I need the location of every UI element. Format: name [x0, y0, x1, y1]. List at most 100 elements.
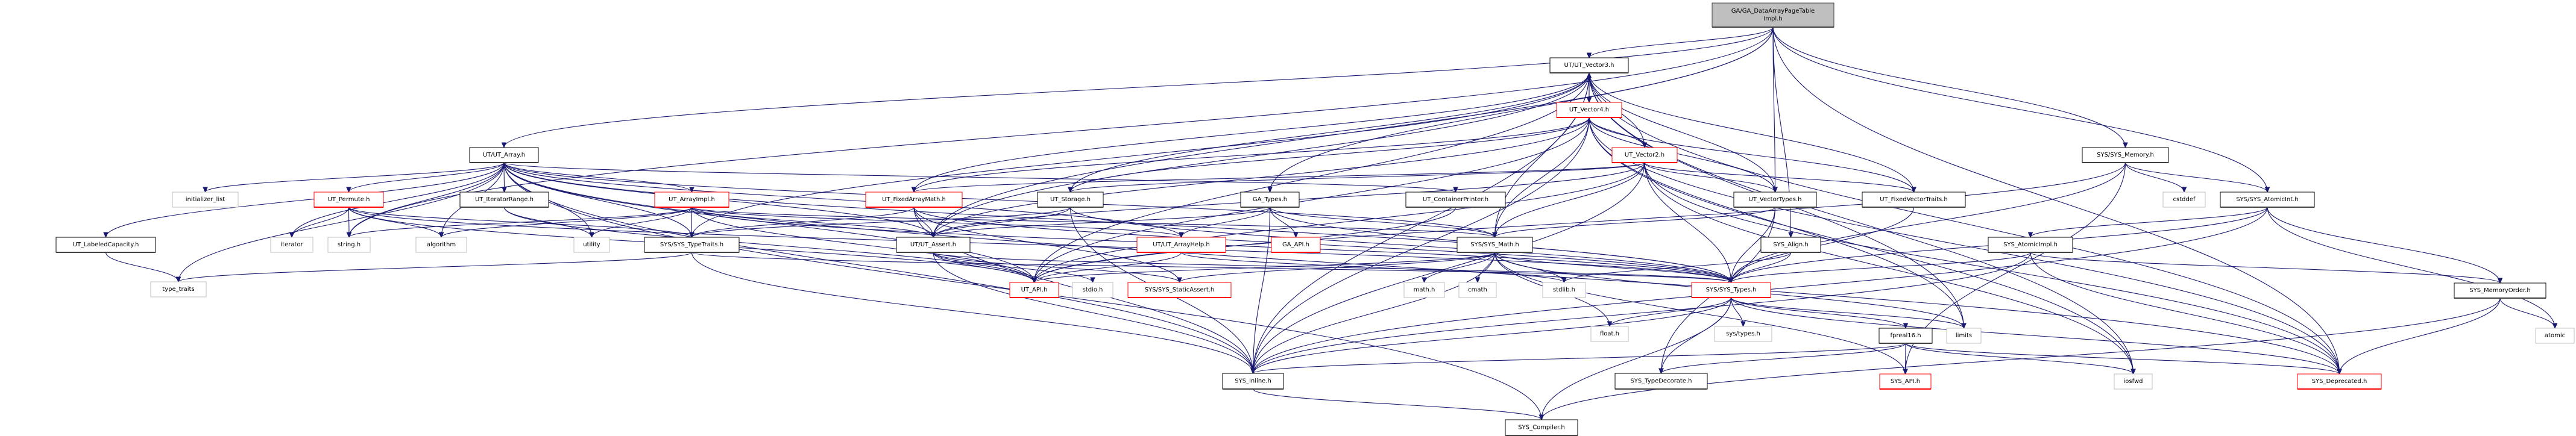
node-ut-vectortypes[interactable]: UT_VectorTypes.h — [1733, 192, 1817, 208]
node-utility: utility — [573, 237, 610, 253]
arrowhead-icon — [1267, 187, 1273, 193]
edge-ut_arrayhelp-to-ut_api — [1033, 252, 1182, 283]
edge-ut_arrayimpl-to-algorithm — [441, 207, 693, 238]
edge-ut_vector2-to-ut_storage — [1069, 162, 1645, 193]
edge-ut_array-to-initializer_list — [204, 162, 505, 193]
node-sys-align[interactable]: SYS_Align.h — [1760, 237, 1821, 253]
node-ga-api[interactable]: GA_API.h — [1271, 237, 1321, 253]
node-ut-labeledcapacity[interactable]: UT_LabeledCapacity.h — [55, 237, 156, 253]
node-fpreal16[interactable]: fpreal16.h — [1878, 328, 1933, 344]
node-box — [1862, 192, 1966, 208]
node-string-h: string.h — [327, 237, 371, 253]
arrowhead-icon — [1031, 277, 1037, 284]
node-label: float.h — [1600, 331, 1619, 337]
node-box — [896, 237, 971, 253]
node-ut-iteratorrange[interactable]: UT_IteratorRange.h — [459, 192, 549, 208]
node-ut-permute[interactable]: UT_Permute.h — [313, 192, 384, 208]
edge-ga_types-to-ut_arrayhelp — [1180, 207, 1271, 238]
edge-fpreal16-to-sys_inline — [1252, 343, 1906, 374]
node-ut-vector2[interactable]: UT_Vector2.h — [1611, 147, 1678, 163]
edge-ut_array-to-iterator — [291, 162, 505, 238]
node-sys-staticassert[interactable]: SYS/SYS_StaticAssert.h — [1127, 282, 1232, 298]
edge-ut_vector3-to-ut_vectortypes — [1589, 72, 1776, 193]
edge-ut_array-to-string_h — [348, 162, 505, 238]
edge-ut_array-to-type_traits — [178, 162, 505, 282]
node-cmath: cmath — [1458, 282, 1497, 298]
node-ut-array[interactable]: UT/UT_Array.h — [469, 147, 539, 163]
edge-ga_types-to-sys_math — [1269, 207, 1496, 238]
node-ut-vector4[interactable]: UT_Vector4.h — [1556, 102, 1622, 118]
node-label: SYS_TypeDecorate.h — [1630, 378, 1692, 385]
edge-ut_vector3-to-ut_assert — [933, 72, 1590, 238]
node-ut-storage[interactable]: UT_Storage.h — [1037, 192, 1104, 208]
node-sys-atomicimpl[interactable]: SYS_AtomicImpl.h — [1988, 237, 2073, 253]
edge-sys_types-to-limits — [1730, 297, 1965, 329]
node-sys-deprecated[interactable]: SYS_Deprecated.h — [2297, 373, 2382, 390]
edge-sys_align-to-sys_types — [1730, 252, 1792, 283]
node-label: SYS_Deprecated.h — [2312, 378, 2367, 385]
node-label: UT_LabeledCapacity.h — [73, 241, 139, 248]
node-label: UT_API.h — [1021, 287, 1048, 293]
edge-ut_array-to-sys_math — [503, 162, 1496, 238]
node-atomic: atomic — [2535, 328, 2575, 344]
edge-sys_types-to-fpreal16 — [1730, 297, 1906, 329]
node-ut-fixedarraymath[interactable]: UT_FixedArrayMath.h — [865, 192, 963, 208]
node-box — [1136, 237, 1226, 253]
node-box — [1271, 237, 1321, 253]
edge-ut_vector2-to-sys_inline — [1252, 162, 1645, 374]
node-sys-compiler[interactable]: SYS_Compiler.h — [1505, 419, 1578, 436]
node-ut-vector3[interactable]: UT/UT_Vector3.h — [1549, 57, 1629, 73]
arrowhead-icon — [2337, 369, 2342, 375]
node-box — [1714, 326, 1772, 342]
node-label: UT_ContainerPrinter.h — [1423, 196, 1488, 203]
node-ut-api[interactable]: UT_API.h — [1009, 282, 1059, 298]
node-sys-math[interactable]: SYS/SYS_Math.h — [1456, 237, 1533, 253]
node-label: stdlib.h — [1553, 287, 1575, 293]
node-ut-fixedvectortraits[interactable]: UT_FixedVectorTraits.h — [1862, 192, 1966, 208]
node-label: limits — [1956, 332, 1972, 339]
arrowhead-icon — [1586, 52, 1592, 59]
node-box — [865, 192, 963, 208]
edge-sys_math-to-sys_staticassert — [1179, 252, 1496, 283]
arrowhead-icon — [689, 187, 694, 193]
node-box — [644, 237, 740, 253]
node-stdio-h: stdio.h — [1072, 282, 1113, 298]
node-sys-atomicint[interactable]: SYS/SYS_AtomicInt.h — [2220, 192, 2315, 208]
node-box — [1009, 282, 1059, 298]
node-box — [1542, 282, 1586, 298]
node-sys-memory[interactable]: SYS/SYS_Memory.h — [2082, 147, 2169, 163]
node-box — [2082, 147, 2169, 163]
node-box — [1614, 373, 1708, 390]
node-sys-inline[interactable]: SYS_Inline.h — [1222, 373, 1284, 390]
node-initializer-list: initializer_list — [172, 192, 239, 208]
node-label: cmath — [1468, 287, 1487, 293]
arrowhead-icon — [502, 187, 507, 193]
edge-ut_arrayimpl-to-string_h — [348, 207, 693, 238]
node-ut-arrayhelp[interactable]: UT/UT_ArrayHelp.h — [1136, 237, 1226, 253]
arrowhead-icon — [1911, 187, 1916, 193]
node-sys-api[interactable]: SYS_API.h — [1879, 373, 1932, 390]
edge-ut_arrayimpl-to-ut_arrayhelp — [691, 207, 1182, 238]
arrowhead-icon — [589, 232, 594, 238]
node-ut-containerprinter[interactable]: UT_ContainerPrinter.h — [1405, 192, 1506, 208]
edge-ut_array-to-sys_deprecated — [503, 162, 2340, 375]
node-box — [1590, 326, 1629, 342]
node-ut-arrayimpl[interactable]: UT_ArrayImpl.h — [654, 192, 729, 208]
edge-ut_vector3-to-ut_fixedarraymath — [913, 72, 1590, 193]
node-label: UT_VectorTypes.h — [1749, 196, 1802, 203]
node-sys-memoryorder[interactable]: SYS_MemoryOrder.h — [2454, 282, 2546, 299]
edge-ut_storage-to-ut_assert — [933, 207, 1071, 238]
node-sys-types[interactable]: SYS/SYS_Types.h — [1691, 282, 1771, 298]
node-ga-types[interactable]: GA_Types.h — [1240, 192, 1300, 208]
edge-ut_vector3-to-ut_storage — [1069, 72, 1590, 193]
node-label: SYS/SYS_Memory.h — [2097, 152, 2154, 158]
node-sys-typetraits[interactable]: SYS/SYS_TypeTraits.h — [644, 237, 740, 253]
edge-root-to-string_h — [348, 26, 1774, 238]
edge-ut_array-to-ut_labeledcapacity — [105, 162, 505, 238]
arrowhead-icon — [1740, 321, 1746, 328]
arrowhead-icon — [1090, 277, 1095, 284]
node-ut-assert[interactable]: UT/UT_Assert.h — [896, 237, 971, 253]
node-sys-typedecorate[interactable]: SYS_TypeDecorate.h — [1614, 373, 1708, 390]
node-label: SYS_AtomicImpl.h — [2003, 241, 2058, 248]
